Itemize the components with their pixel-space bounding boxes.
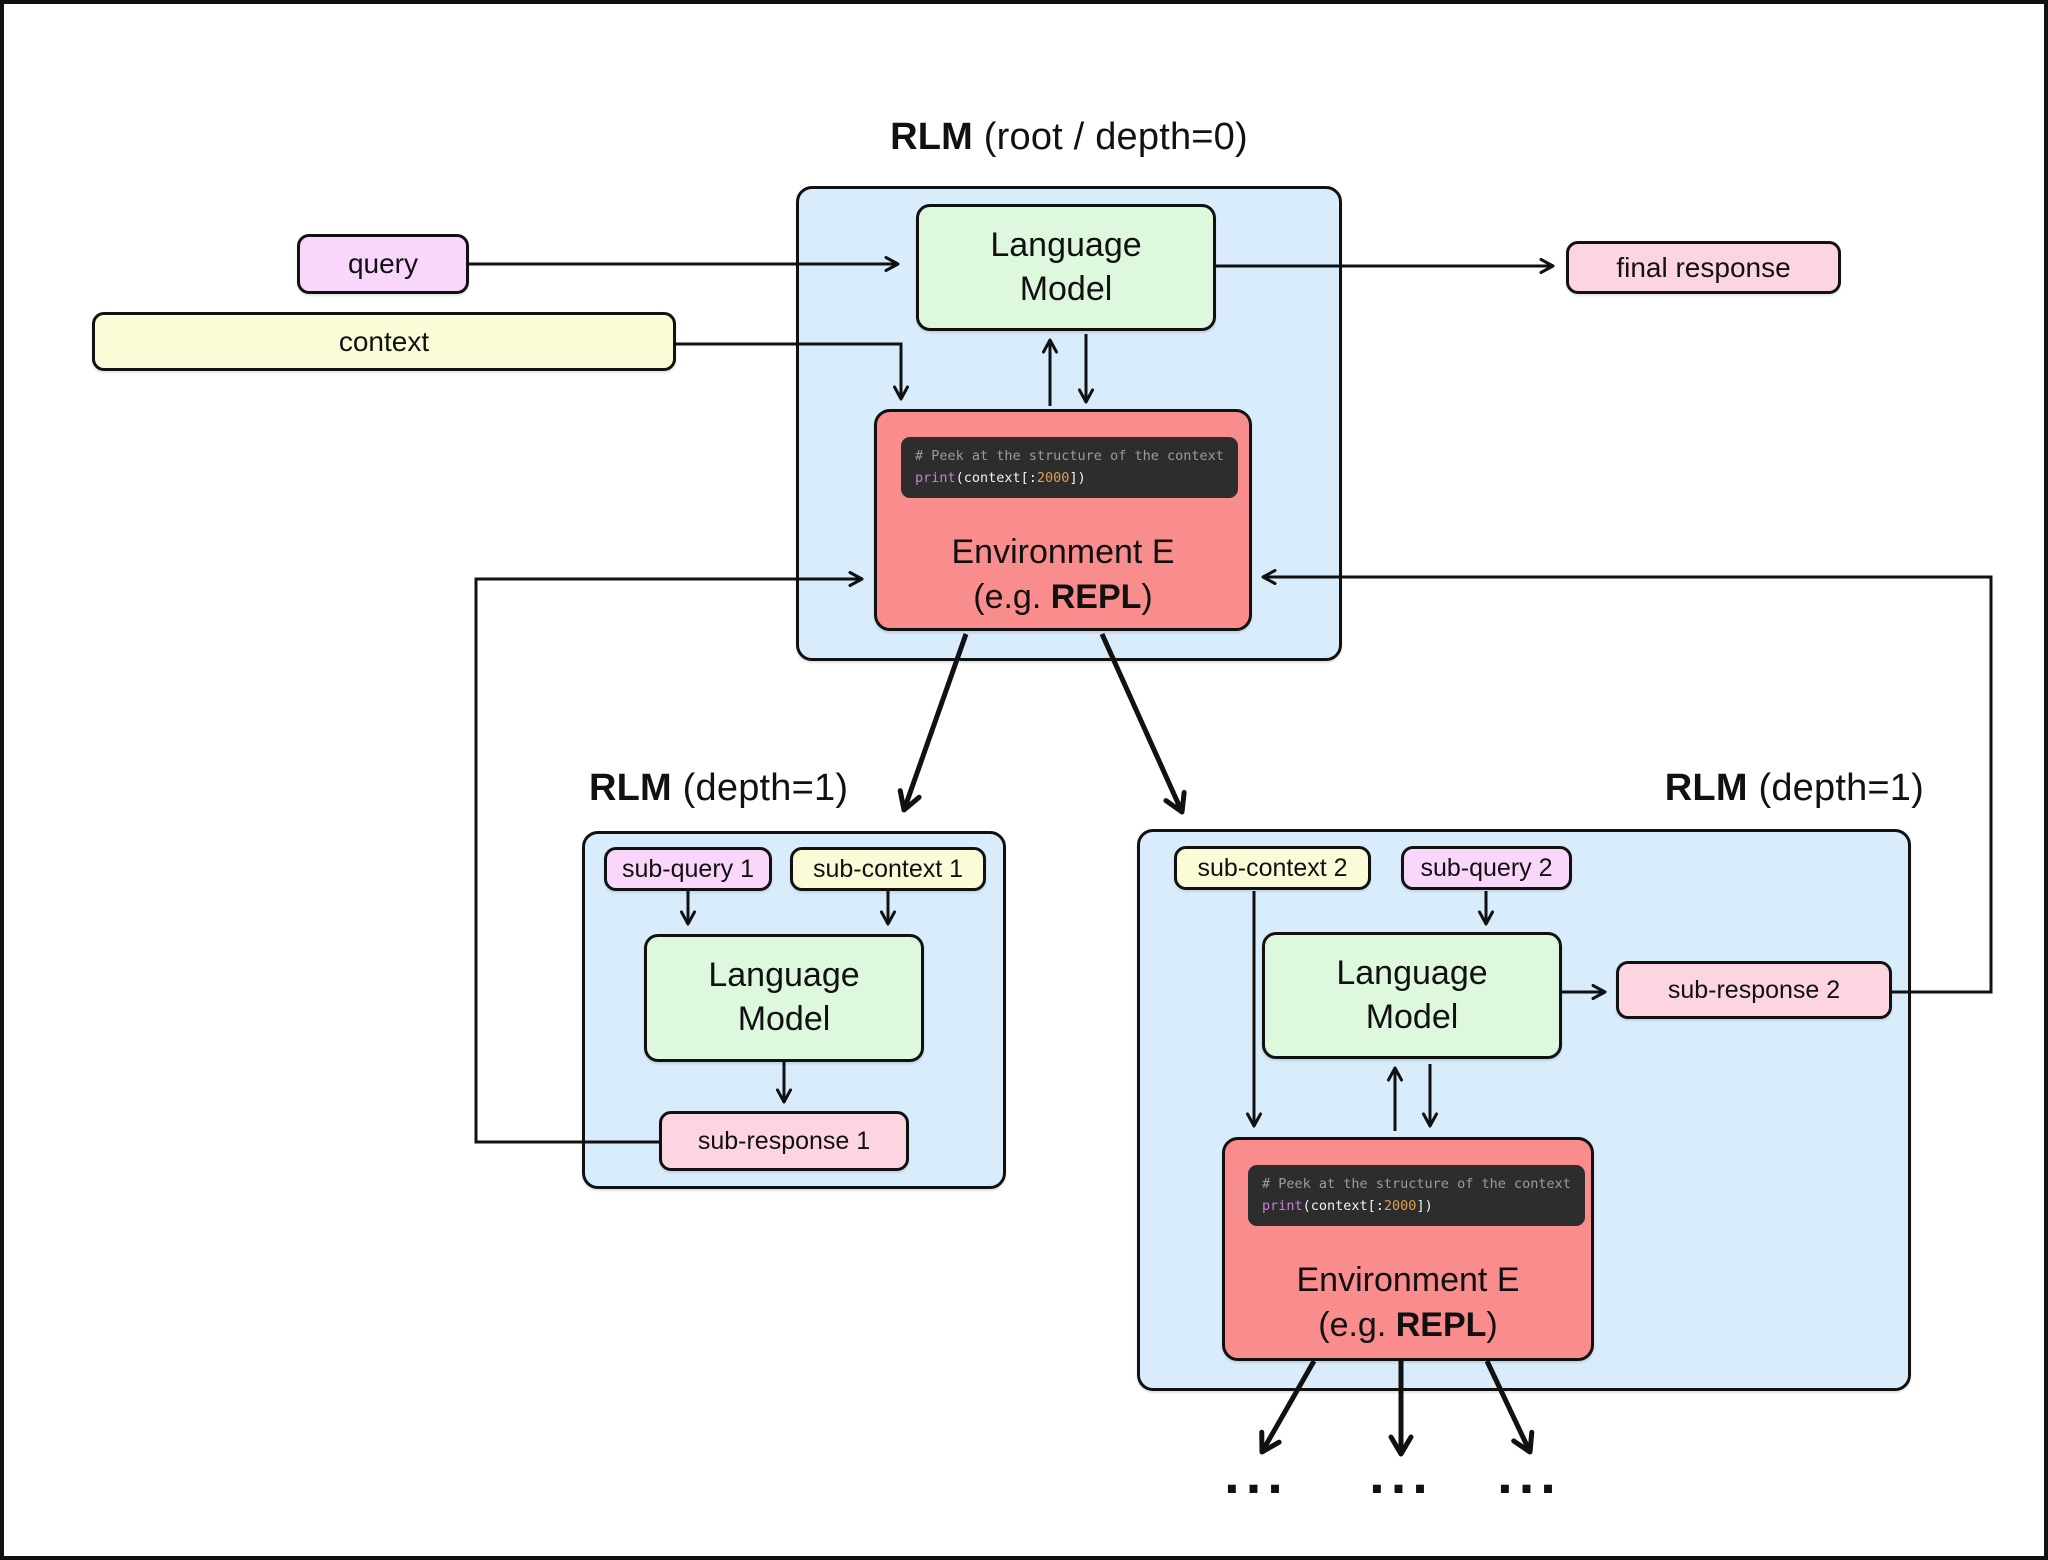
left-sub-response-chip: sub-response 1 bbox=[659, 1111, 909, 1171]
env-label-pre: (e.g. bbox=[1318, 1305, 1396, 1344]
left-lm-label-line1: Language bbox=[708, 956, 860, 995]
ellipsis-text: ... bbox=[1224, 1442, 1289, 1505]
right-lm-label-line2: Model bbox=[1365, 997, 1459, 1036]
right-sub-response-chip: sub-response 2 bbox=[1616, 961, 1892, 1019]
right-sub-context-label: sub-context 2 bbox=[1197, 853, 1348, 882]
query-chip: query bbox=[297, 234, 469, 294]
root-rlm-title-rest: (root / depth=0) bbox=[973, 116, 1248, 158]
code-open: (context[: bbox=[1302, 1198, 1384, 1215]
ellipsis-middle: ... bbox=[1354, 1442, 1449, 1506]
ellipsis-left: ... bbox=[1209, 1442, 1304, 1506]
code-comment: # Peek at the structure of the context bbox=[915, 448, 1224, 464]
env-label-line1: Environment E bbox=[1296, 1261, 1520, 1299]
env-label-repl: REPL bbox=[1050, 577, 1142, 616]
final-response-label: final response bbox=[1616, 251, 1791, 283]
root-language-model-box: Language Model bbox=[916, 204, 1216, 331]
code-comment: # Peek at the structure of the context bbox=[1262, 1176, 1571, 1192]
right-environment-label: Environment E (e.g. REPL) bbox=[1225, 1258, 1591, 1348]
code-open: (context[: bbox=[955, 470, 1037, 487]
right-lm-label-line1: Language bbox=[1336, 953, 1488, 992]
root-rlm-title: RLM (root / depth=0) bbox=[744, 116, 1394, 159]
code-keyword: print bbox=[915, 470, 956, 487]
root-rlm-title-bold: RLM bbox=[890, 116, 974, 158]
left-sub-context-label: sub-context 1 bbox=[812, 854, 964, 883]
right-language-model-box: Language Model bbox=[1262, 932, 1562, 1059]
left-lm-label-line2: Model bbox=[737, 1000, 831, 1038]
left-rlm-title-bold: RLM bbox=[589, 767, 672, 809]
left-sub-query-label: sub-query 1 bbox=[621, 854, 755, 883]
right-sub-query-chip: sub-query 2 bbox=[1401, 846, 1572, 890]
left-rlm-title: RLM (depth=1) bbox=[589, 767, 848, 810]
context-label: context bbox=[338, 325, 430, 357]
env-label-repl: REPL bbox=[1395, 1305, 1487, 1344]
context-chip: context bbox=[92, 312, 676, 371]
right-sub-response-label: sub-response 2 bbox=[1667, 975, 1841, 1004]
right-sub-context-chip: sub-context 2 bbox=[1174, 846, 1371, 890]
root-environment-box: # Peek at the structure of the context p… bbox=[874, 409, 1252, 631]
right-code-snippet: # Peek at the structure of the context p… bbox=[1248, 1165, 1585, 1226]
right-environment-box: # Peek at the structure of the context p… bbox=[1222, 1137, 1594, 1361]
env-label-post: ) bbox=[1486, 1305, 1498, 1344]
final-response-chip: final response bbox=[1566, 241, 1841, 294]
right-sub-query-label: sub-query 2 bbox=[1420, 853, 1553, 882]
left-sub-response-label: sub-response 1 bbox=[697, 1126, 871, 1155]
env-label-line1: Environment E bbox=[951, 533, 1175, 571]
left-rlm-title-rest: (depth=1) bbox=[671, 767, 849, 809]
root-lm-label-line1: Language bbox=[990, 225, 1142, 264]
code-number: 2000 bbox=[1383, 1198, 1417, 1215]
left-sub-query-chip: sub-query 1 bbox=[604, 847, 772, 891]
ellipsis-text: ... bbox=[1497, 1442, 1562, 1505]
right-rlm-title: RLM (depth=1) bbox=[1544, 767, 1924, 810]
code-number: 2000 bbox=[1036, 470, 1070, 487]
left-language-model-box: Language Model bbox=[644, 934, 924, 1062]
ellipsis-right: ... bbox=[1482, 1442, 1577, 1506]
query-label: query bbox=[347, 248, 419, 279]
code-close: ]) bbox=[1416, 1198, 1433, 1215]
code-keyword: print bbox=[1262, 1198, 1303, 1215]
env-label-pre: (e.g. bbox=[973, 577, 1051, 616]
left-sub-context-chip: sub-context 1 bbox=[790, 847, 986, 891]
ellipsis-text: ... bbox=[1369, 1442, 1434, 1505]
right-rlm-title-rest: (depth=1) bbox=[1747, 767, 1924, 809]
right-rlm-title-bold: RLM bbox=[1664, 767, 1748, 809]
code-close: ]) bbox=[1069, 470, 1086, 487]
root-lm-label-line2: Model bbox=[1019, 269, 1113, 308]
env-label-post: ) bbox=[1141, 577, 1153, 616]
root-code-snippet: # Peek at the structure of the context p… bbox=[901, 437, 1238, 498]
root-environment-label: Environment E (e.g. REPL) bbox=[877, 530, 1249, 620]
